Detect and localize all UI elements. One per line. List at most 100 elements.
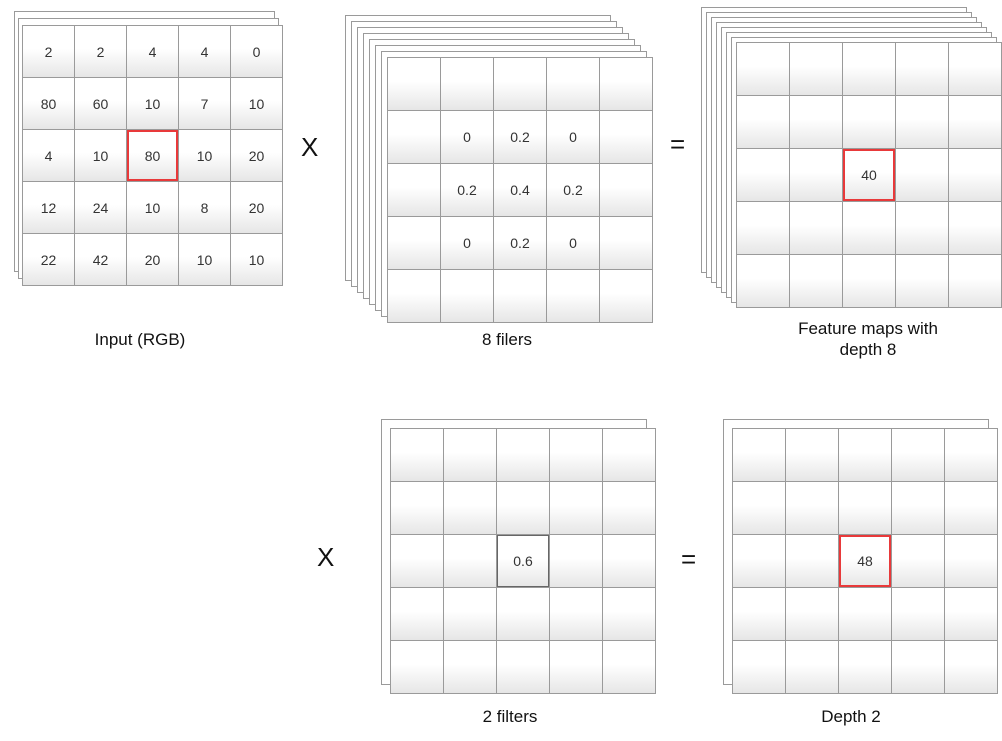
grid-cell [839,429,891,481]
grid-cell [790,96,842,148]
grid-cell: 20 [127,234,178,285]
grid-cell: 0.2 [441,164,493,216]
grid-cell [444,482,496,534]
grid-cell [892,429,944,481]
grid-cell [945,588,997,640]
grid-cell [949,149,1001,201]
grid-cell [949,202,1001,254]
grid-cell: 10 [75,130,126,181]
filters-2-stack: 0.6 [381,419,656,694]
grid-cell [737,96,789,148]
grid-cell: 10 [127,182,178,233]
grid-cell [600,217,652,269]
grid-cell: 80 [23,78,74,129]
grid-cell [896,43,948,95]
grid-cell: 0.6 [497,535,549,587]
grid-cell [790,43,842,95]
grid-cell: 22 [23,234,74,285]
grid-cell [786,535,838,587]
grid-cell [737,255,789,307]
grid-cell: 2 [75,26,126,77]
grid-cell [949,96,1001,148]
grid-front-layer: 48 [732,428,998,694]
grid-cell [388,164,440,216]
grid-cell [494,58,546,110]
grid-cell [550,588,602,640]
grid-cell [550,482,602,534]
grid-cell [945,482,997,534]
grid-cell [391,429,443,481]
grid-cell [441,270,493,322]
grid-cell [391,588,443,640]
grid-cell: 10 [127,78,178,129]
grid-cell [494,270,546,322]
grid-cell [945,641,997,693]
depth-2-label: Depth 2 [821,707,881,726]
grid-cell [737,149,789,201]
grid-cell [444,429,496,481]
grid-cell [441,58,493,110]
grid-cell [733,535,785,587]
grid-cell: 60 [75,78,126,129]
grid-cell [843,202,895,254]
feature-maps-label-line1: Feature maps with [798,319,938,338]
grid-cell [388,111,440,163]
grid-cell [786,482,838,534]
grid-cell: 42 [75,234,126,285]
grid-cell [388,270,440,322]
grid-cell [444,588,496,640]
grid-cell: 0.4 [494,164,546,216]
feature-maps-label-line2: depth 8 [839,340,897,359]
grid-cell [603,588,655,640]
grid-cell [896,149,948,201]
grid-cell [497,641,549,693]
grid-cell: 7 [179,78,230,129]
grid-cell: 20 [231,130,282,181]
grid-cell [497,482,549,534]
grid-cell [945,535,997,587]
grid-cell [603,641,655,693]
filters-2-label: 2 filters [482,707,538,726]
grid-cell [892,482,944,534]
grid-cell [733,482,785,534]
grid-cell: 0 [547,217,599,269]
grid-cell [444,641,496,693]
grid-cell: 10 [179,234,230,285]
equals-operator-bottom: = [681,544,697,574]
grid-cell [737,202,789,254]
grid-cell [843,96,895,148]
grid-cell: 80 [127,130,178,181]
grid-cell: 2 [23,26,74,77]
grid-cell [896,96,948,148]
grid-cell [839,588,891,640]
equals-operator-top: = [670,129,686,159]
grid-cell [839,641,891,693]
grid-cell: 0 [547,111,599,163]
grid-cell: 0.2 [494,217,546,269]
grid-cell [391,535,443,587]
grid-cell [733,588,785,640]
grid-cell [892,641,944,693]
grid-cell [391,641,443,693]
grid-cell: 24 [75,182,126,233]
grid-cell [550,641,602,693]
grid-cell [600,111,652,163]
grid-cell [737,43,789,95]
grid-cell [603,535,655,587]
grid-cell [892,588,944,640]
grid-cell [786,429,838,481]
filters-8-label: 8 filers [481,330,533,349]
input-rgb-label: Input (RGB) [94,330,186,349]
grid-cell [839,482,891,534]
grid-cell [603,429,655,481]
grid-cell [733,641,785,693]
grid-cell [388,58,440,110]
grid-cell [391,482,443,534]
grid-cell [896,255,948,307]
grid-cell: 12 [23,182,74,233]
feature-maps-label: Feature maps with depth 8 [758,318,978,360]
